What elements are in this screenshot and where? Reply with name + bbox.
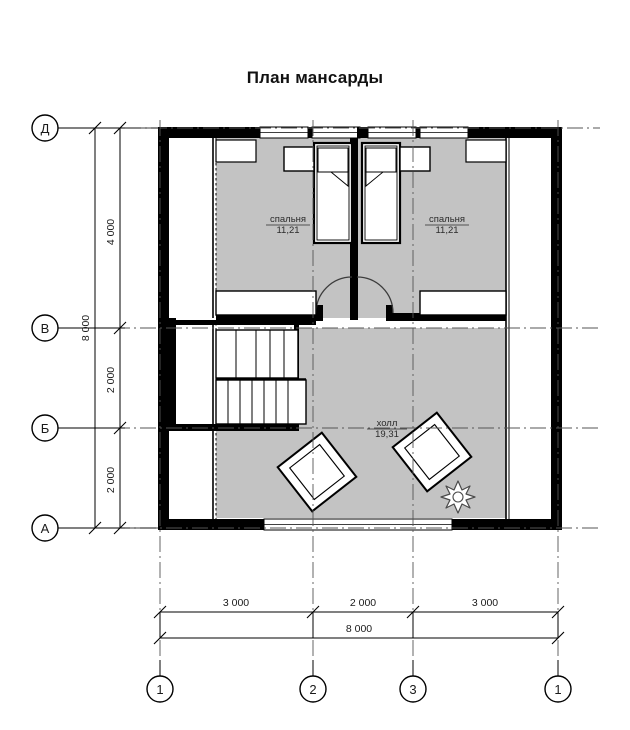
dim-tick-v-B xyxy=(113,421,127,435)
dim-label-v-2000-upper: 2 000 xyxy=(105,367,117,393)
axis-bubble-2 xyxy=(299,675,327,703)
axis-bubble-B xyxy=(31,414,59,442)
nightstand-left xyxy=(283,146,315,172)
window-top-center-post xyxy=(357,127,364,138)
axis-bubble-1-right xyxy=(544,675,572,703)
dim-label-h-2000: 2 000 xyxy=(350,597,376,609)
room-name-hall: холл xyxy=(377,418,398,429)
axis-label-B: Б xyxy=(41,421,50,436)
bed-left-pillow xyxy=(317,147,349,173)
windows xyxy=(259,126,469,531)
axis-label-D: Д xyxy=(41,121,50,136)
room-area-bedroom-left: 11,21 xyxy=(276,225,299,236)
axis-bubble-V xyxy=(31,314,59,342)
axis-label-3: 3 xyxy=(409,682,416,697)
wall-right xyxy=(551,127,562,530)
wall-bedroom-bottom-right xyxy=(392,313,506,321)
axis-bubble-A xyxy=(31,514,59,542)
niche-top-left xyxy=(215,139,257,163)
armchair-left-seat xyxy=(288,443,346,501)
dim-tick-h-3 xyxy=(406,605,420,619)
bed-right-blanket-fold xyxy=(365,171,385,187)
horizontal-axis-markers: 1 2 3 1 xyxy=(146,660,572,703)
axis-label-2: 2 xyxy=(309,682,316,697)
slope-zone-left xyxy=(169,138,215,519)
wall-partition-v-left xyxy=(169,318,316,325)
axis-label-A: А xyxy=(41,521,50,536)
axis-bubble-D xyxy=(31,114,59,142)
room-label-bedroom-left: спальня 11,21 xyxy=(266,214,310,236)
stair-upper-flight xyxy=(215,329,299,379)
wardrobe-right xyxy=(419,290,507,316)
vertical-dimension-chain: 4 000 2 000 2 000 8 000 xyxy=(80,121,160,535)
attic-slope-zones xyxy=(169,138,551,519)
room-name-bedroom-left: спальня xyxy=(270,214,306,225)
plant-pot xyxy=(452,491,464,503)
room-label-hall: холл 19,31 xyxy=(367,418,407,440)
room-area-bedroom-right: 11,21 xyxy=(435,225,458,236)
axis-label-V: В xyxy=(41,321,50,336)
axis-bubble-3 xyxy=(399,675,427,703)
axis-label-1-right: 1 xyxy=(554,682,561,697)
axis-bubble-1-left xyxy=(146,675,174,703)
door-jamb-left xyxy=(316,305,323,321)
bedroom-niches xyxy=(215,139,507,316)
room-label-bedroom-right: спальня 11,21 xyxy=(425,214,469,236)
wall-stair-bottom xyxy=(169,424,299,431)
horizontal-dimension-chain: 3 000 2 000 3 000 8 000 xyxy=(153,597,565,645)
dim-label-v-2000-lower: 2 000 xyxy=(105,467,117,493)
bed-right-pillow xyxy=(365,147,397,173)
dim-tick-h-total-left xyxy=(153,631,167,645)
nightstand-right xyxy=(399,146,431,172)
axis-marker-A[interactable]: А xyxy=(31,514,125,542)
door-swing-arc-right xyxy=(356,276,394,314)
dim-tick-h-1R xyxy=(551,605,565,619)
dim-label-v-4000: 4 000 xyxy=(105,219,117,245)
armchair-right xyxy=(391,411,473,493)
wall-stair-left xyxy=(169,318,176,430)
dim-tick-h-total-right xyxy=(551,631,565,645)
stair-lower-flight xyxy=(215,379,307,425)
armchair-right-seat xyxy=(403,423,461,481)
room-labels: спальня 11,21 спальня 11,21 холл 19,31 xyxy=(266,214,469,440)
page-title: План мансарды xyxy=(246,68,384,87)
bed-left xyxy=(312,141,354,245)
slope-zone-right xyxy=(506,138,551,519)
axis-marker-2[interactable]: 2 xyxy=(299,660,327,703)
axis-marker-3[interactable]: 3 xyxy=(399,660,427,703)
dim-label-h-3000-left: 3 000 xyxy=(223,597,249,609)
armchair-left xyxy=(276,431,358,513)
wardrobe-left xyxy=(215,290,317,316)
door-jamb-right xyxy=(386,305,393,321)
axis-label-1-left: 1 xyxy=(156,682,163,697)
axis-marker-1-right[interactable]: 1 xyxy=(544,660,572,703)
dim-label-h-total: 8 000 xyxy=(346,623,372,635)
axis-marker-B[interactable]: Б xyxy=(31,414,125,442)
plant-icon xyxy=(440,480,476,514)
dim-tick-h-1L xyxy=(153,605,167,619)
bed-left-blanket-fold xyxy=(329,171,349,187)
dim-label-v-total: 8 000 xyxy=(80,315,92,341)
wall-left xyxy=(158,127,169,530)
room-area-hall: 19,31 xyxy=(375,429,399,440)
wall-bedroom-divider xyxy=(350,136,358,320)
staircase xyxy=(215,329,307,425)
bed-right xyxy=(360,141,402,245)
dim-tick-h-2 xyxy=(306,605,320,619)
room-name-bedroom-right: спальня xyxy=(429,214,465,225)
axis-marker-1-left[interactable]: 1 xyxy=(146,660,174,703)
dim-label-h-3000-right: 3 000 xyxy=(472,597,498,609)
niche-top-right xyxy=(465,139,507,163)
wall-bedroom-bottom-left xyxy=(216,313,316,321)
